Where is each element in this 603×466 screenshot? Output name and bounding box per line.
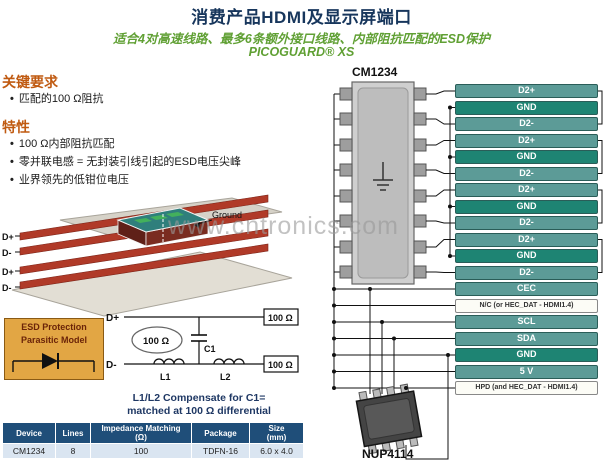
hdmi-pin-bar: GND (455, 199, 598, 214)
circuit-note-line2: matched at 100 Ω differential (127, 404, 271, 417)
hdmi-pin-bar: D2- (455, 117, 598, 131)
package-illustration: D+ D- D+ D- Ground (2, 194, 293, 317)
table-header-row: Device Lines Impedance Matching (Ω) Pack… (2, 421, 304, 445)
cell-size: 6.0 x 4.0 (249, 443, 304, 460)
trace-label: D- (2, 283, 12, 293)
esd-parasitic-model-box: ESD Protection Parasitic Model (4, 318, 104, 380)
circuit-d-minus-label: D- (106, 360, 117, 371)
trace-d-plus-2 (19, 228, 269, 275)
col-size: Size (mm) (249, 421, 304, 445)
col-package: Package (191, 421, 250, 445)
esd-model-label-line1: ESD Protection (21, 322, 87, 332)
features-heading: 特性 (2, 119, 30, 135)
chip-pad (134, 218, 152, 223)
hdmi-pin-bar: GND (455, 249, 598, 263)
col-impedance: Impedance Matching (Ω) (90, 421, 192, 445)
ground-symbol-icon (373, 162, 393, 191)
nup4114-chip (355, 383, 423, 455)
hdmi-pin-bar: D2- (455, 265, 598, 280)
resistor-top-label: 100 Ω (268, 313, 293, 323)
features-list: 100 Ω内部阻抗匹配 零并联电感 = 无封装引线引起的ESD电压尖峰 业界领先… (4, 137, 306, 191)
resistor-top (263, 308, 299, 326)
hdmi-pin-bar: D2- (455, 166, 598, 181)
table-row: CM1234 8 100 TDFN-16 6.0 x 4.0 (2, 443, 304, 460)
circuit-d-plus-label: D+ (106, 313, 119, 324)
feature-item: 100 Ω内部阻抗匹配 (10, 137, 306, 152)
impedance-oval (131, 326, 183, 354)
signal-wires (426, 90, 455, 273)
hdmi-pin-bar: 5 V (455, 364, 598, 379)
hdmi-pin-bar: N/C (or HEC_DAT - HDMI1.4) (455, 298, 598, 313)
hdmi-pin-bar: D2- (455, 216, 598, 230)
circuit-note: L1/L2 Compensate for C1= matched at 100 … (96, 392, 302, 417)
cell-device: CM1234 (2, 443, 56, 460)
page-title: 消费产品HDMI及显示屏端口 (191, 8, 412, 27)
ground-arrowhead (194, 222, 200, 228)
hdmi-pin-bar: GND (455, 100, 598, 115)
resistor-bottom-label: 100 Ω (268, 360, 293, 370)
c1-label: C1 (204, 344, 216, 354)
hdmi-schematic (332, 81, 603, 460)
trace-label: D+ (2, 267, 14, 277)
nup4114-label: NUP4114 (362, 447, 414, 461)
circuit-note-line1: L1/L2 Compensate for C1= (132, 392, 266, 404)
chip-pad (166, 212, 184, 217)
hdmi-pin-bar: D2+ (455, 133, 598, 148)
hdmi-pin-bar: CEC (455, 282, 598, 296)
trace-label: D+ (2, 232, 14, 242)
feature-item: 业界领先的低钳位电压 (10, 173, 306, 188)
impedance-oval-label: 100 Ω (143, 336, 169, 347)
feature-item: 零并联电感 = 无封装引线引起的ESD电压尖峰 (10, 155, 306, 170)
pair-loops (598, 90, 603, 273)
junction-dots (332, 105, 452, 390)
hdmi-pin-bar: SCL (455, 315, 598, 329)
device-spec-table: Device Lines Impedance Matching (Ω) Pack… (2, 421, 304, 460)
col-device: Device (2, 421, 56, 445)
hdmi-pin-bar: GND (455, 150, 598, 164)
page-subtitle: 适合4对高速线路、最多6条额外接口线路、内部阻抗匹配的ESD保护 (112, 32, 491, 46)
matching-circuit: D+ D- L1 L2 C1 100 Ω 100 Ω 100 Ω (106, 308, 299, 382)
col-lines: Lines (55, 421, 91, 445)
hdmi-pin-bar: SDA (455, 331, 598, 346)
cell-package: TDFN-16 (191, 443, 250, 460)
product-name: PICOGUARD® XS (248, 45, 355, 59)
l1-label: L1 (160, 372, 171, 382)
hdmi-pin-bar: D2+ (455, 84, 598, 98)
key-requirements-list: 匹配的100 Ω阻抗 (4, 92, 302, 110)
inductor-l1 (153, 358, 185, 365)
esd-model-label-line2: Parasitic Model (20, 335, 88, 346)
trace-label: D- (2, 248, 12, 258)
l2-label: L2 (220, 372, 231, 382)
cm1234-chip (339, 81, 427, 285)
diode-symbol (12, 352, 95, 372)
cell-impedance: 100 (90, 443, 192, 460)
hdmi-pin-bar: D2+ (455, 183, 598, 197)
cell-lines: 8 (55, 443, 91, 460)
key-requirement-item: 匹配的100 Ω阻抗 (10, 92, 302, 107)
key-requirements-heading: 关键要求 (2, 74, 58, 90)
hdmi-pin-bar: D2+ (455, 232, 598, 247)
ground-label: Ground (212, 210, 242, 220)
resistor-bottom (263, 355, 299, 373)
hdmi-pin-bar: GND (455, 348, 598, 362)
cm1234-label: CM1234 (352, 65, 398, 79)
hdmi-pin-bar: HPD (and HEC_DAT - HDMI1.4) (455, 381, 598, 395)
inductor-l2 (213, 358, 245, 365)
